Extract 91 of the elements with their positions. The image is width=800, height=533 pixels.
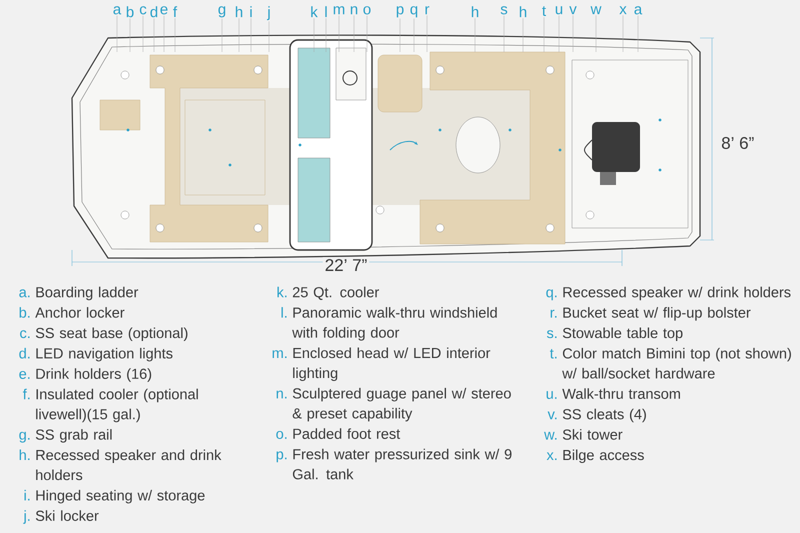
list-marker: k.	[278, 286, 286, 298]
leader-line	[174, 18, 176, 52]
list-marker: x.	[546, 452, 556, 460]
list-item: Enclosed head w/ LED interior lighting	[293, 348, 490, 382]
list-marker: m.	[272, 350, 286, 358]
dimension-label: 8’ 6”	[722, 136, 754, 150]
list-item: Padded foot rest	[293, 428, 400, 439]
callout-letter: h	[472, 6, 478, 18]
list-marker: c.	[20, 330, 30, 338]
callout-letter: x	[619, 6, 627, 14]
list-marker: q.	[546, 289, 556, 300]
callout-letter: m	[334, 6, 344, 14]
callout-letter: w	[590, 6, 602, 14]
callout-letter: h	[520, 6, 526, 18]
callout-letter: l	[325, 6, 327, 18]
callout-letter: r	[426, 6, 430, 14]
list-marker: j.	[23, 510, 30, 524]
callout-letter: a	[634, 6, 642, 14]
callout-letter: o	[363, 6, 371, 14]
list-marker: d.	[19, 348, 30, 359]
list-marker: r.	[550, 310, 556, 318]
leader-line	[622, 15, 624, 52]
list-item: Hinged seating w/ storage	[36, 490, 205, 504]
list-item: Recessed speaker and drink holders	[36, 450, 222, 480]
list-item: Ski tower	[562, 429, 622, 440]
list-item: Stowable table top	[562, 328, 682, 342]
leader-line	[338, 15, 340, 52]
list-item: Recessed speaker w/ drink holders	[563, 286, 791, 300]
list-item: Sculptered guage panel w/ stereo & preset capability	[292, 388, 511, 422]
list-marker: l.	[282, 307, 286, 318]
leader-line	[522, 18, 524, 52]
leader-line	[250, 18, 252, 52]
list-item: Walk-thru transom	[562, 388, 680, 399]
list-item: LED navigation lights	[36, 348, 172, 362]
list-marker: s.	[546, 330, 556, 338]
callout-letter: p	[396, 6, 404, 18]
list-item: Drink holders (16)	[36, 368, 152, 382]
list-marker: n.	[276, 390, 286, 398]
list-marker: b.	[20, 307, 30, 318]
list-marker: u.	[546, 391, 556, 399]
list-item: Boarding ladder	[36, 286, 138, 300]
list-marker: g.	[19, 432, 30, 443]
callout-letter: s	[500, 6, 508, 14]
leader-line	[572, 15, 574, 52]
leader-line	[142, 15, 144, 52]
callout-letter: e	[160, 6, 168, 14]
callout-letter: a	[113, 6, 122, 14]
callout-letter: d	[150, 6, 158, 18]
leader-line	[116, 15, 118, 52]
list-marker: a.	[19, 289, 30, 298]
list-marker: o.	[276, 431, 286, 439]
list-item: Color match Bimini top (not shown) w/ ball/socket hardware	[562, 348, 791, 379]
leader-line	[426, 15, 428, 52]
callout-letter: t	[542, 6, 546, 16]
callout-letter: f	[173, 6, 178, 18]
callout-letter: v	[569, 6, 577, 14]
list-item: Bucket seat w/ flip-up bolster	[563, 307, 751, 321]
list-marker: p.	[276, 451, 286, 462]
list-marker: i.	[24, 490, 30, 500]
leader-line	[268, 21, 270, 52]
callout-letter: c	[140, 6, 146, 14]
list-item: SS grab rail	[36, 429, 112, 443]
list-item: Ski locker	[36, 510, 99, 521]
list-marker: f.	[22, 388, 30, 400]
list-item: SS seat base (optional)	[36, 328, 188, 342]
callout-letter: n	[350, 6, 358, 14]
list-marker: t.	[550, 349, 556, 359]
list-item: Fresh water pressurized sink w/ 9 Gal. tank	[292, 448, 512, 480]
leader-line	[474, 18, 476, 52]
list-marker: h.	[20, 450, 30, 460]
callout-letter: g	[218, 6, 226, 18]
leader-line	[558, 15, 560, 52]
list-item: Anchor locker	[35, 307, 124, 318]
list-item: Panoramic walk-thru windshield with folding door	[292, 307, 497, 341]
list-marker: e.	[19, 371, 30, 379]
callout-letter: j	[266, 6, 270, 20]
leader-line	[238, 18, 240, 52]
leader-line	[366, 15, 368, 52]
callout-letter: i	[250, 6, 252, 18]
callout-letter: k	[311, 6, 318, 18]
list-marker: w.	[544, 432, 556, 440]
callout-letter: h	[236, 6, 242, 18]
list-item: Bilge access	[563, 450, 644, 464]
callout-letter: q	[410, 6, 418, 18]
dimension-label: 22’ 7”	[322, 257, 370, 273]
callout-letter: u	[556, 6, 562, 14]
list-item: SS cleats (4)	[562, 408, 646, 422]
list-item: Insulated cooler (optional livewell)(15 gal.)	[36, 388, 198, 422]
list-item: 25 Qt. cooler	[292, 286, 379, 300]
list-marker: v.	[548, 412, 556, 420]
callout-letter: b	[126, 6, 134, 18]
